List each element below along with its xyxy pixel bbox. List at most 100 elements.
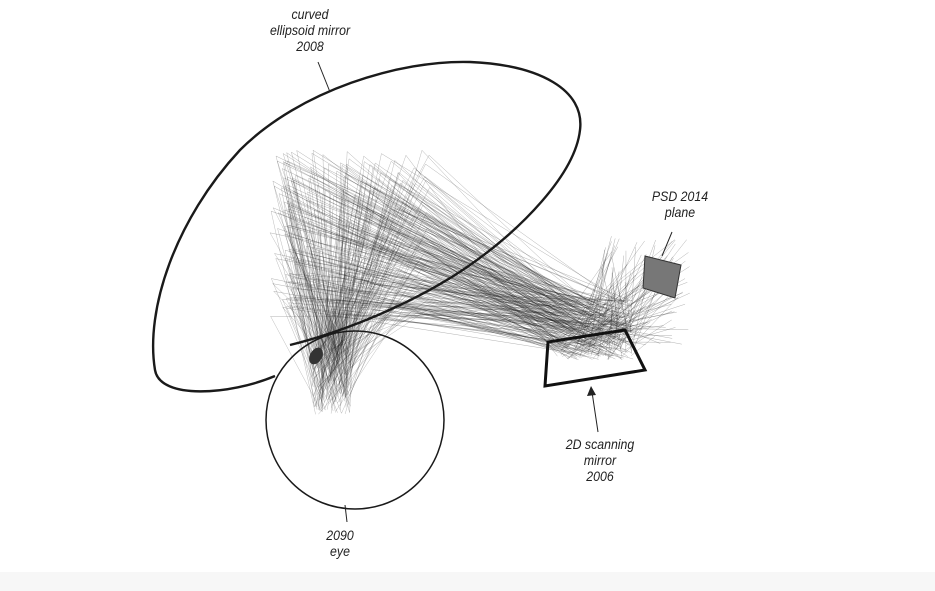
light-ray: [610, 325, 652, 335]
light-ray: [345, 240, 610, 306]
light-ray: [347, 187, 430, 348]
light-ray: [281, 168, 348, 355]
light-ray: [425, 180, 566, 302]
light-ray: [270, 316, 322, 412]
light-ray: [351, 286, 408, 369]
eye: [265, 330, 445, 510]
light-ray: [291, 288, 321, 389]
light-ray: [348, 215, 585, 338]
light-ray: [296, 150, 347, 398]
light-ray: [273, 207, 567, 332]
light-ray: [328, 164, 336, 402]
light-ray: [597, 283, 613, 323]
light-ray: [331, 309, 350, 346]
light-ray: [596, 254, 647, 356]
light-ray: [400, 182, 562, 347]
mirror-label-line3: 2008: [296, 38, 324, 54]
light-ray: [288, 233, 337, 363]
light-ray: [283, 201, 351, 407]
light-ray: [324, 207, 398, 410]
light-ray: [348, 228, 428, 398]
light-ray: [284, 225, 586, 306]
light-ray: [290, 205, 596, 346]
light-ray: [278, 193, 334, 412]
light-ray: [625, 294, 671, 347]
light-ray: [343, 296, 564, 331]
light-ray: [342, 308, 429, 367]
light-ray: [325, 299, 615, 316]
light-ray: [362, 207, 625, 335]
light-ray: [395, 305, 599, 360]
light-ray: [283, 185, 336, 413]
light-ray: [292, 191, 597, 316]
light-ray: [574, 333, 622, 352]
light-ray: [572, 334, 611, 349]
light-ray: [275, 258, 565, 314]
light-ray: [346, 289, 601, 357]
light-ray: [588, 311, 675, 332]
light-ray: [328, 297, 344, 361]
light-ray: [285, 249, 582, 331]
light-ray: [338, 162, 376, 357]
light-ray: [270, 211, 316, 415]
light-ray: [337, 182, 367, 369]
light-ray: [560, 258, 655, 345]
light-ray: [337, 311, 405, 356]
light-ray: [330, 193, 583, 324]
light-ray: [598, 249, 605, 330]
light-ray: [601, 323, 616, 326]
light-ray: [610, 322, 661, 344]
light-ray: [282, 168, 570, 304]
light-ray: [347, 167, 351, 389]
light-ray: [307, 191, 585, 316]
light-ray: [324, 178, 379, 347]
light-ray: [309, 175, 333, 359]
pupil: [309, 347, 323, 365]
light-ray: [326, 224, 346, 363]
light-ray: [328, 164, 589, 301]
light-ray: [328, 163, 426, 354]
light-ray: [325, 189, 614, 330]
light-ray: [315, 287, 421, 374]
light-ray: [624, 282, 632, 333]
light-ray: [570, 288, 606, 357]
light-ray: [310, 250, 351, 386]
light-ray: [334, 171, 338, 355]
light-ray: [396, 232, 626, 330]
light-ray: [289, 216, 334, 382]
light-ray: [292, 191, 348, 395]
light-ray: [390, 282, 596, 327]
light-ray: [289, 297, 624, 318]
light-ray: [281, 187, 568, 331]
light-ray: [326, 261, 602, 346]
light-ray: [317, 184, 324, 402]
light-ray: [313, 225, 610, 358]
light-ray: [318, 285, 416, 388]
light-ray: [340, 261, 373, 407]
light-ray: [411, 208, 575, 315]
light-ray: [285, 282, 346, 375]
light-ray: [327, 167, 415, 348]
light-ray: [288, 202, 335, 382]
light-ray: [567, 297, 679, 359]
light-ray: [285, 274, 338, 413]
light-ray: [351, 220, 620, 347]
light-ray: [288, 257, 320, 388]
light-ray: [343, 180, 427, 347]
light-ray: [287, 209, 315, 407]
light-ray: [275, 258, 317, 364]
light-ray: [330, 184, 396, 371]
light-ray: [579, 245, 615, 358]
light-ray: [269, 232, 592, 301]
light-ray: [346, 247, 383, 374]
light-ray: [421, 150, 581, 320]
light-ray: [573, 316, 602, 321]
light-ray: [326, 282, 347, 399]
light-ray: [284, 209, 562, 309]
light-ray: [295, 175, 582, 314]
light-ray: [289, 305, 596, 347]
light-ray: [292, 277, 583, 302]
light-ray: [284, 162, 327, 382]
light-ray: [291, 288, 609, 301]
